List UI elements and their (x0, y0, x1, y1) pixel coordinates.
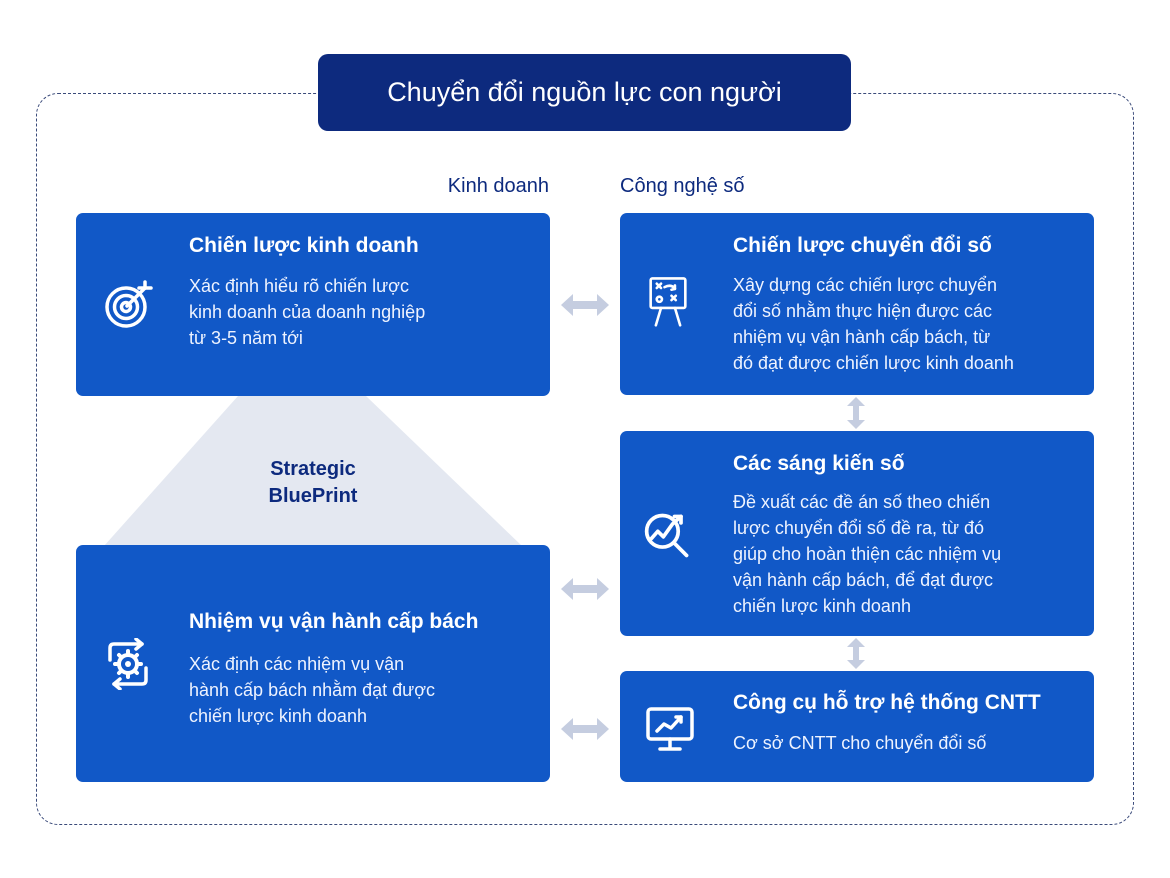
desc-line: hành cấp bách nhằm đạt được (189, 680, 436, 700)
card-digital-initiatives: Các sáng kiến số Đề xuất các đề án số th… (620, 431, 1094, 636)
blueprint-line-1: Strategic (270, 458, 356, 480)
column-header-digital: Công nghệ số (620, 175, 745, 197)
desc-line: vận hành cấp bách, để đạt được (733, 570, 994, 590)
card-business-strategy: Chiến lược kinh doanh Xác định hiểu rõ c… (76, 213, 550, 396)
card-description: Xác định hiểu rõ chiến lược kinh doanh c… (189, 273, 425, 351)
card-title: Chiến lược chuyển đổi số (733, 234, 992, 257)
desc-line: đổi số nhằm thực hiện được các (733, 301, 993, 321)
blueprint-line-2: BluePrint (268, 485, 358, 507)
desc-line: chiến lược kinh doanh (189, 706, 367, 726)
card-description: Xây dựng các chiến lược chuyển đổi số nh… (733, 272, 1014, 376)
desc-line: Xác định các nhiệm vụ vận (189, 654, 405, 674)
card-title: Các sáng kiến số (733, 452, 905, 475)
desc-line: Xây dựng các chiến lược chuyển (733, 275, 998, 295)
desc-line: giúp cho hoàn thiện các nhiệm vụ (733, 544, 1002, 564)
double-arrow-horizontal-3 (561, 718, 609, 740)
card-digital-strategy: Chiến lược chuyển đổi số Xây dựng các ch… (620, 213, 1094, 395)
desc-line: lược chuyển đổi số đề ra, từ đó (733, 518, 985, 538)
card-description: Cơ sở CNTT cho chuyển đổi số (733, 730, 986, 756)
desc-line: Xác định hiểu rõ chiến lược (189, 276, 409, 296)
double-arrow-horizontal-2 (561, 578, 609, 600)
strategy-board-icon (649, 277, 687, 327)
desc-line: Cơ sở CNTT cho chuyển đổi số (733, 733, 987, 753)
strategic-blueprint-label: Strategic BluePrint (238, 456, 388, 510)
card-it-tools: Công cụ hỗ trợ hệ thống CNTT Cơ sở CNTT … (620, 671, 1094, 782)
desc-line: kinh doanh của doanh nghiệp (189, 302, 426, 322)
target-icon (105, 280, 153, 328)
double-arrow-horizontal-1 (561, 294, 609, 316)
double-arrow-vertical-1 (847, 397, 865, 429)
monitor-chart-icon (646, 707, 694, 751)
card-description: Đề xuất các đề án số theo chiến lược chu… (733, 489, 1001, 619)
card-urgent-tasks: Nhiệm vụ vận hành cấp bách Xác định các … (76, 545, 550, 782)
desc-line: đó đạt được chiến lược kinh doanh (733, 353, 1014, 373)
analytics-magnifier-icon (644, 513, 689, 558)
column-header-business: Kinh doanh (447, 175, 549, 197)
gear-cycle-icon (108, 638, 148, 690)
main-title: Chuyển đổi nguồn lực con người (318, 54, 851, 131)
card-title: Chiến lược kinh doanh (189, 234, 419, 257)
desc-line: chiến lược kinh doanh (733, 596, 911, 616)
desc-line: Đề xuất các đề án số theo chiến (733, 492, 991, 512)
card-title: Công cụ hỗ trợ hệ thống CNTT (733, 691, 1041, 714)
desc-line: nhiệm vụ vận hành cấp bách, từ (733, 327, 991, 347)
desc-line: từ 3-5 năm tới (189, 328, 303, 348)
card-description: Xác định các nhiệm vụ vận hành cấp bách … (189, 651, 435, 729)
card-title: Nhiệm vụ vận hành cấp bách (189, 610, 479, 633)
double-arrow-vertical-2 (847, 638, 865, 669)
